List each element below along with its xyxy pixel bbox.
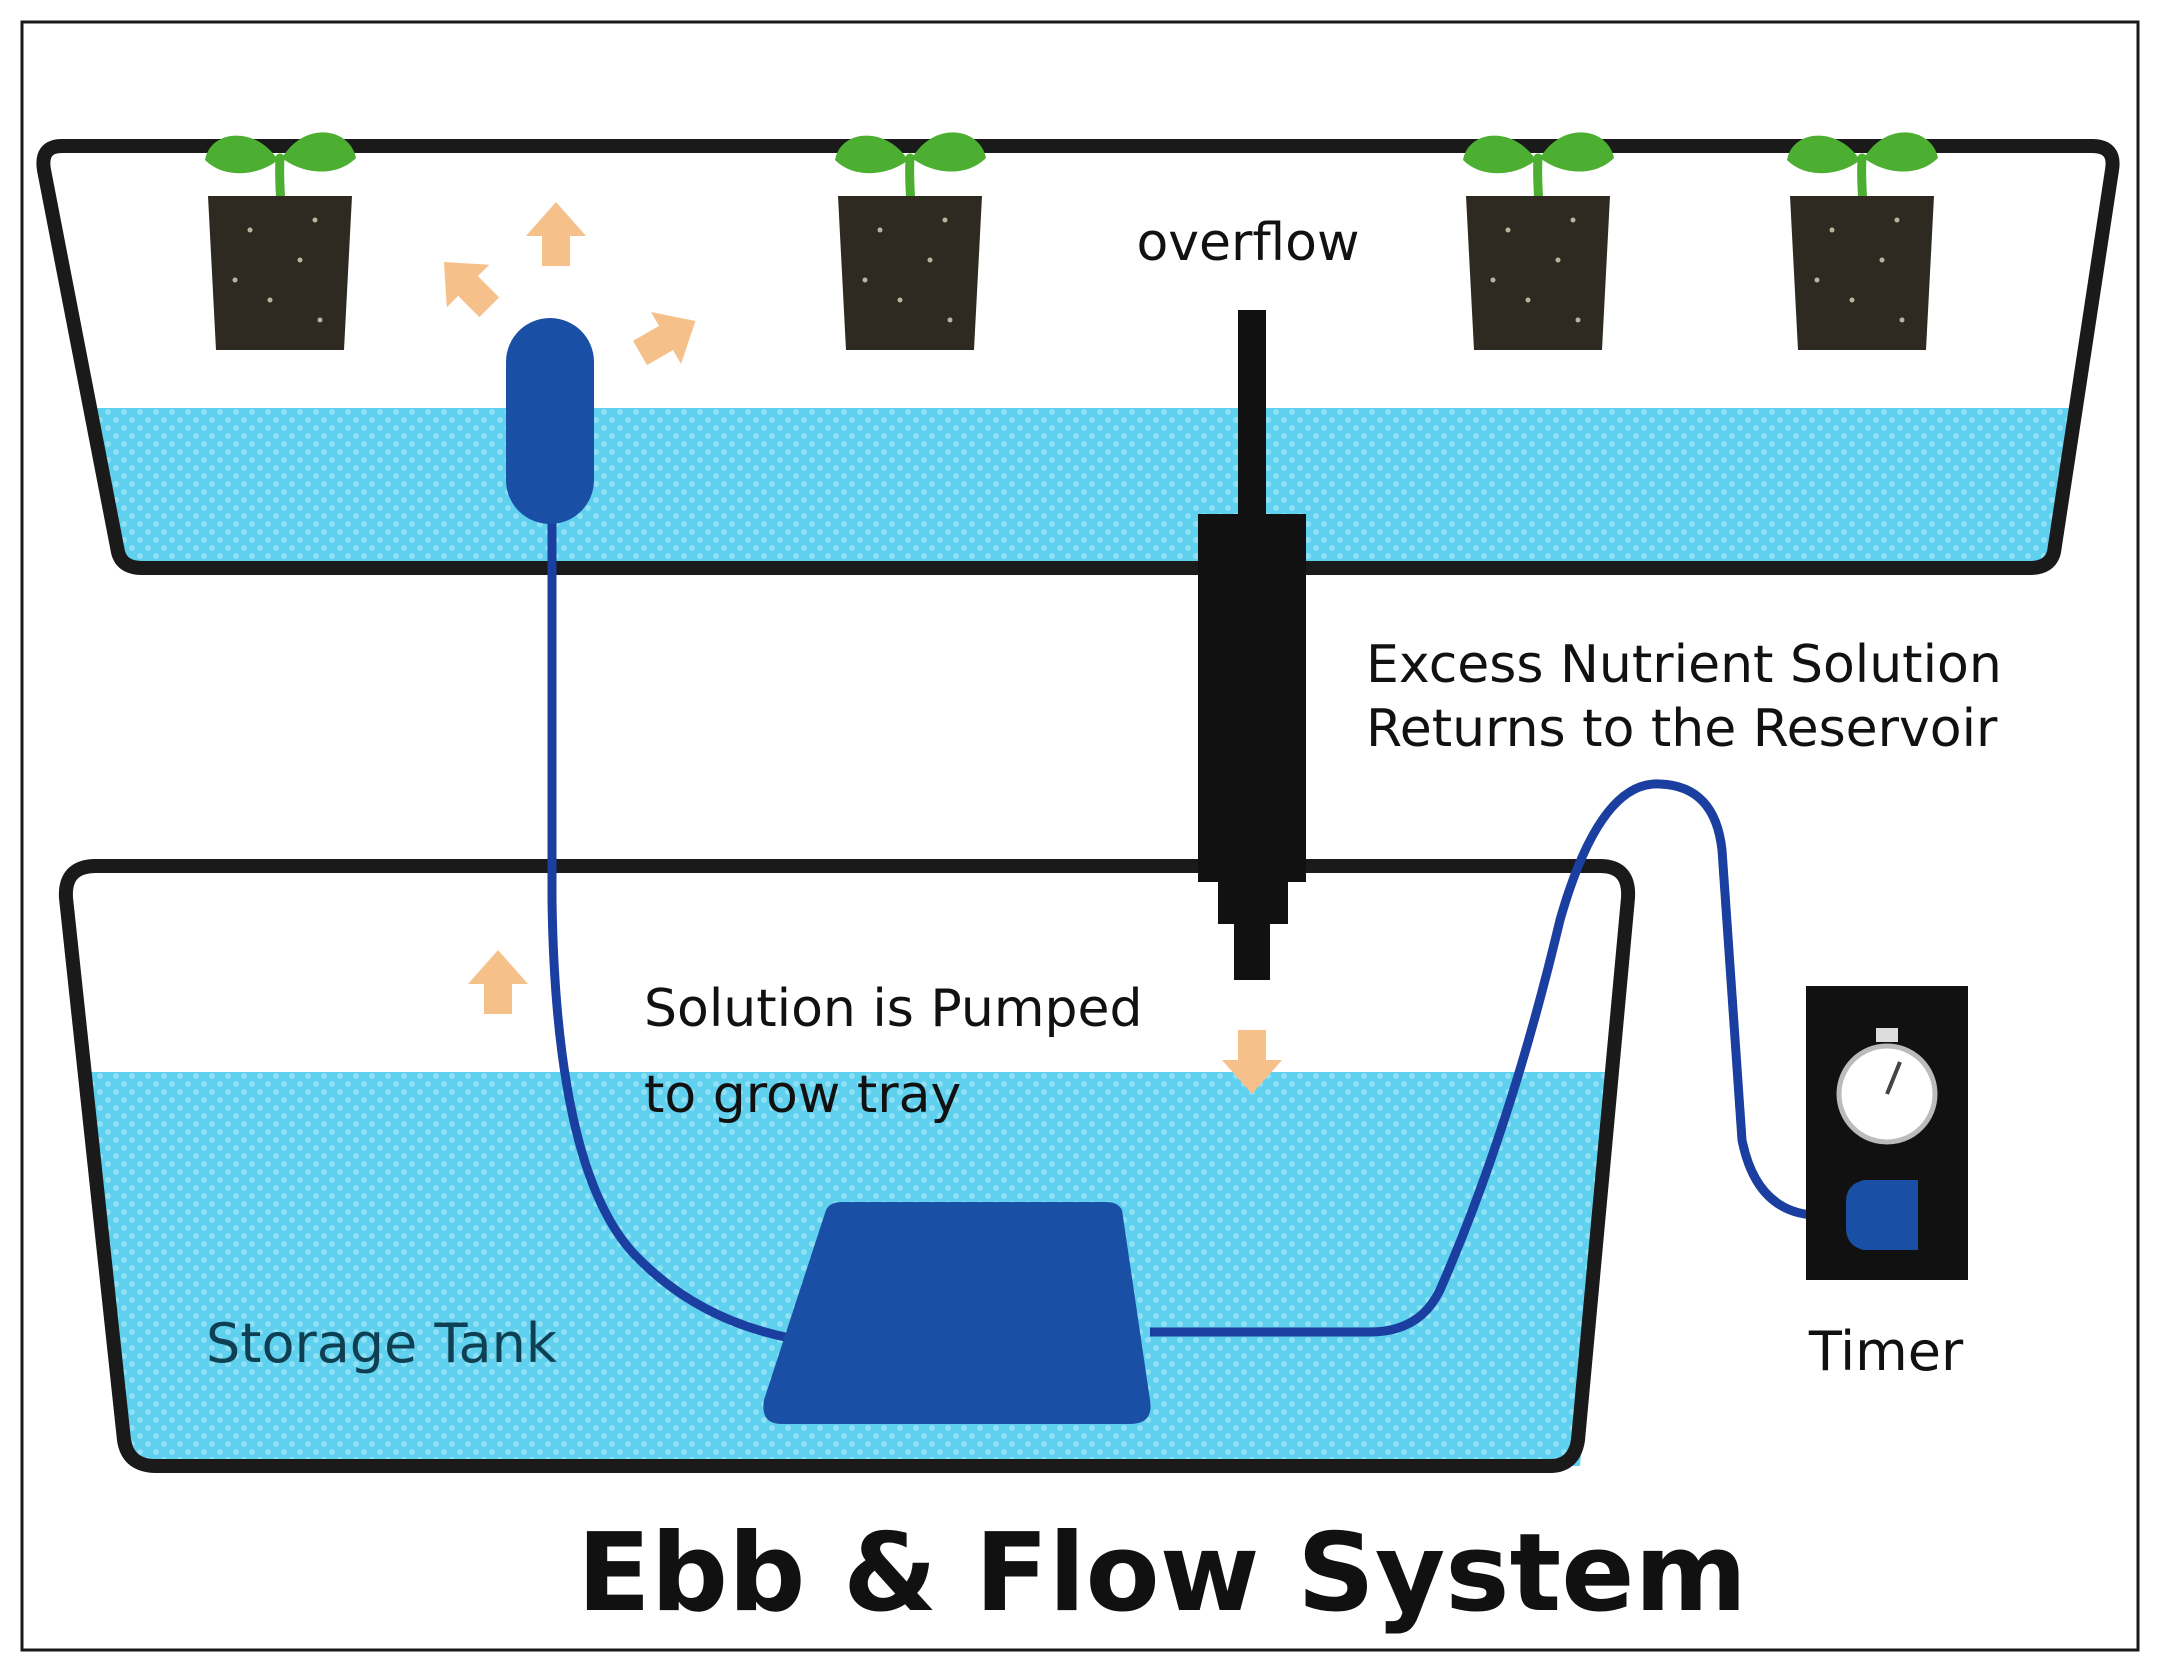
- timer-plug: [1846, 1180, 1918, 1250]
- grow-tray-water: [50, 408, 2110, 566]
- label-pumped-line1: Solution is Pumped: [644, 979, 1143, 1039]
- seedling-icon: [205, 132, 356, 350]
- pump: [763, 1202, 1151, 1424]
- label-excess-line1: Excess Nutrient Solution: [1366, 635, 2002, 695]
- inlet-fitting: [506, 318, 594, 524]
- supply-tube: [547, 520, 791, 1343]
- diagram-title: Ebb & Flow System: [577, 1511, 1747, 1636]
- label-excess-line2: Returns to the Reservoir: [1366, 699, 1998, 759]
- power-cord: [1150, 779, 1850, 1337]
- seedling-icon: [835, 132, 986, 350]
- grow-tray: [36, 139, 2120, 575]
- label-pumped-line2: to grow tray: [644, 1065, 961, 1125]
- seedling-icon: [1463, 132, 1614, 350]
- overflow-pipe-top: [1238, 310, 1266, 528]
- overflow-pipe-outlet: [1234, 920, 1270, 980]
- overflow-pipe-body: [1198, 514, 1306, 882]
- seedling-icon: [1787, 132, 1938, 350]
- label-overflow: overflow: [1136, 213, 1359, 273]
- storage-tank: [58, 859, 1636, 1473]
- label-timer: Timer: [1808, 1320, 1964, 1383]
- label-storage-tank: Storage Tank: [206, 1312, 558, 1375]
- stopwatch-icon: [1836, 1028, 1938, 1145]
- overflow-pipe-cap: [1218, 878, 1288, 924]
